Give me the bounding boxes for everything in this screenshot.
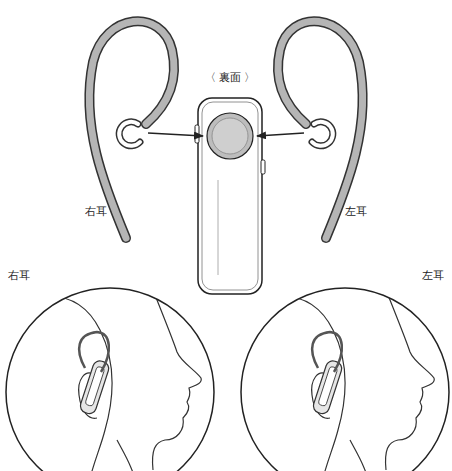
ear-label: 左耳 — [345, 205, 367, 218]
ear-label: 右耳 — [6, 269, 32, 282]
view-label: 〈 裏面 〉 — [205, 71, 256, 84]
ear-label: 左耳 — [420, 269, 446, 282]
ear-label: 右耳 — [85, 205, 107, 218]
